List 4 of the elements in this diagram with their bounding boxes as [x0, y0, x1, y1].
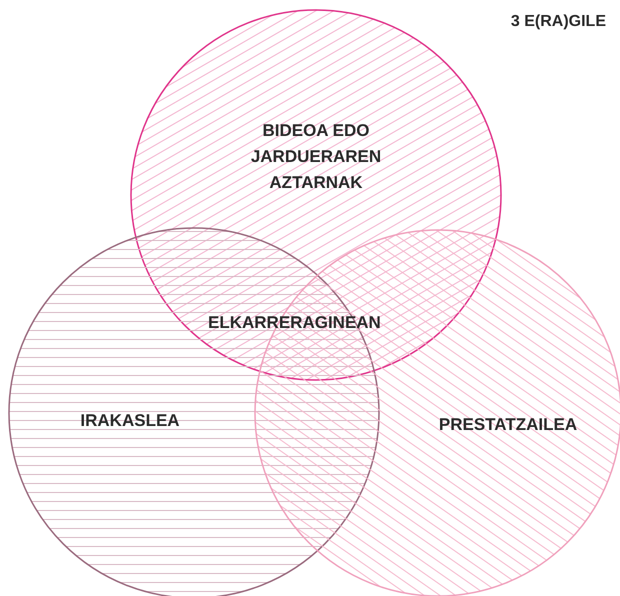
circle-label: PRESTATZAILEA: [438, 414, 578, 436]
circle-label: BIDEOA EDO JARDUERAREN AZTARNAK: [250, 120, 382, 194]
circle-label: IRAKASLEA: [79, 410, 181, 432]
diagram-title: 3 E(RA)GILE: [510, 12, 606, 32]
